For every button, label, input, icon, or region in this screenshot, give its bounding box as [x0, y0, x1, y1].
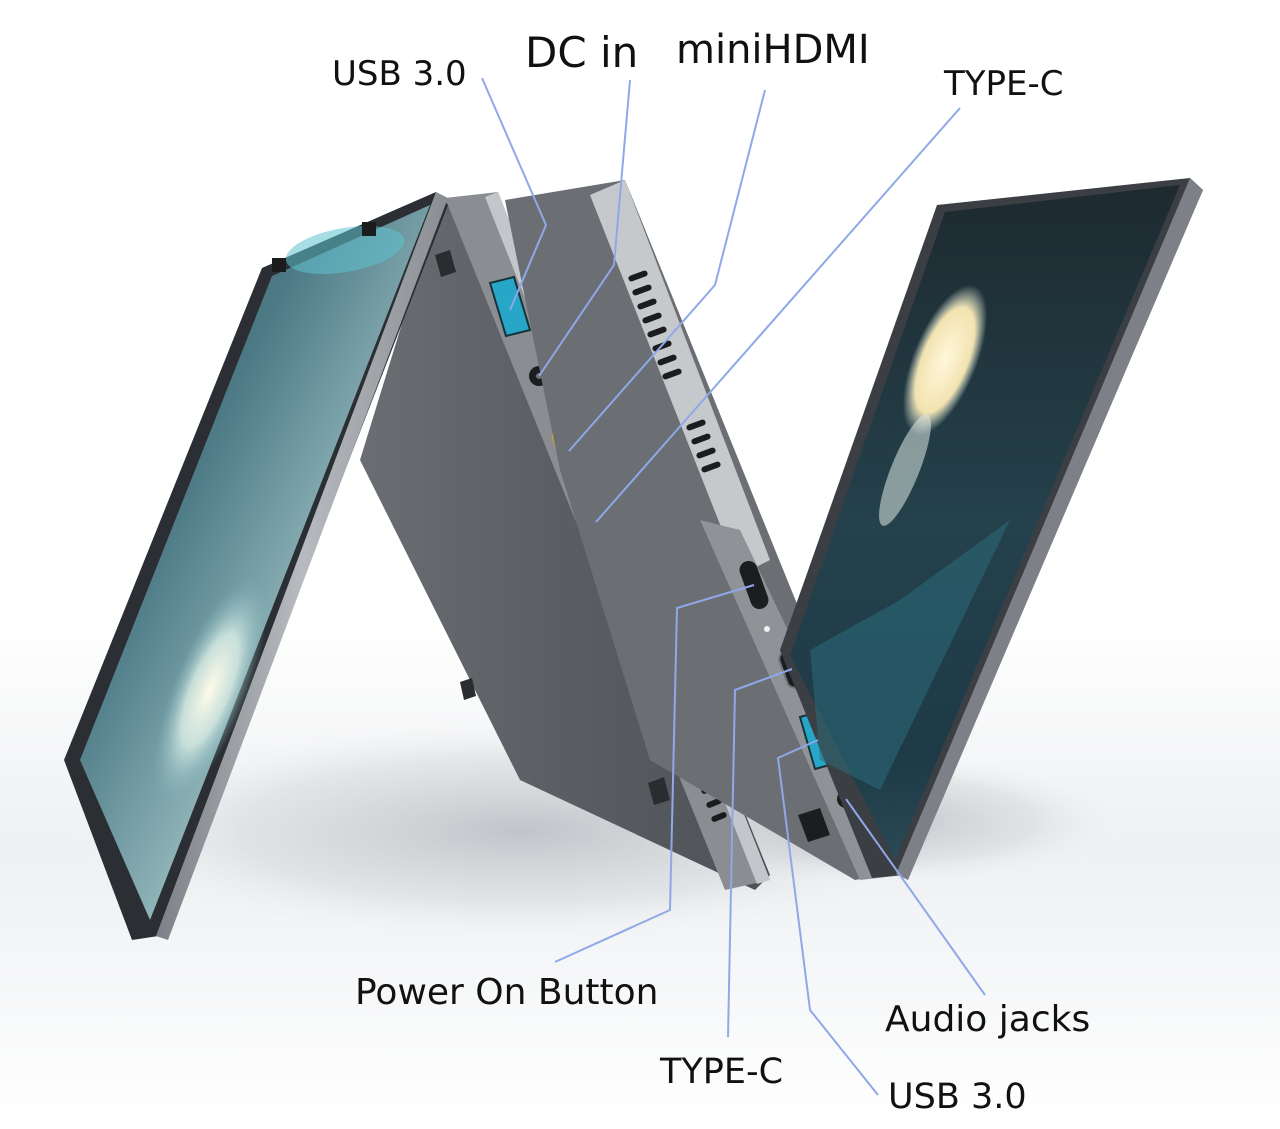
callout-line-type-c-right: [727, 668, 793, 1038]
callout-line-type-c-left: [595, 107, 961, 523]
rubber-foot: [435, 250, 456, 277]
label-type-c-left: TYPE-C: [944, 64, 1064, 104]
hinge-tab: [362, 222, 376, 236]
power-led: [764, 626, 770, 632]
rubber-foot: [648, 777, 670, 805]
label-minihdmi: miniHDMI: [676, 27, 870, 73]
hinge-tab: [272, 258, 286, 272]
right-laptop-vents: [628, 270, 721, 473]
label-usb30-left: USB 3.0: [332, 54, 467, 94]
label-usb30-right: USB 3.0: [888, 1077, 1027, 1117]
callout-line-minihdmi: [568, 89, 766, 452]
usb30-port-left: [488, 275, 532, 338]
right-screen-moon: [902, 284, 988, 436]
callout-line-audio-jacks: [845, 798, 986, 996]
callout-lines: [481, 77, 986, 1096]
label-dc-in: DC in: [525, 28, 639, 77]
label-power-button: Power On Button: [355, 972, 659, 1013]
rubber-foot: [798, 808, 830, 842]
right-laptop-lid-edge: [896, 178, 1203, 880]
left-screen-highlight: [285, 225, 405, 275]
callout-line-dc-in: [538, 79, 631, 377]
rubber-foot: [460, 678, 476, 700]
left-screen-moon-glow: [152, 577, 268, 803]
label-audio-jacks: Audio jacks: [885, 999, 1091, 1040]
right-screen-moon-reflection: [879, 414, 931, 526]
right-screen-waves: [810, 520, 1010, 790]
callout-line-power-button: [554, 584, 755, 963]
left-laptop-lid-edge: [156, 192, 448, 940]
right-laptop: [505, 178, 1203, 880]
callout-line-usb30-left: [481, 77, 548, 311]
label-type-c-right: TYPE-C: [660, 1052, 784, 1092]
callout-line-usb30-right: [776, 739, 879, 1096]
